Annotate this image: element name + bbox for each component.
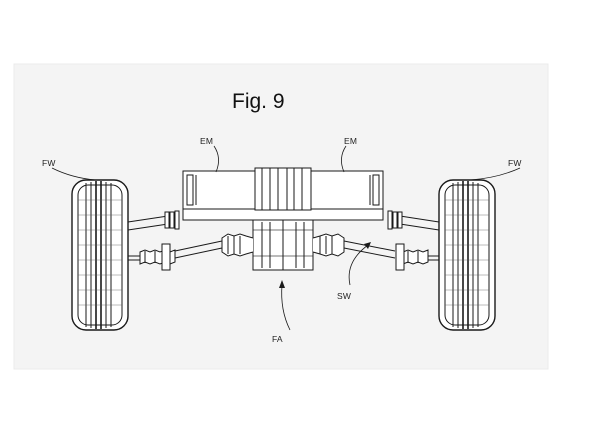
right-wheel xyxy=(439,180,495,330)
label-fa: FA xyxy=(272,334,283,344)
label-fw-left: FW xyxy=(42,158,56,168)
label-em-left: EM xyxy=(200,136,213,146)
left-wheel xyxy=(72,180,128,330)
right-electric-motor xyxy=(287,168,383,210)
label-sw: SW xyxy=(337,291,351,301)
figure-title: Fig. 9 xyxy=(232,90,285,114)
central-gearbox xyxy=(253,220,313,270)
label-em-right: EM xyxy=(344,136,357,146)
left-electric-motor xyxy=(183,168,287,210)
label-fw-right: FW xyxy=(508,158,522,168)
